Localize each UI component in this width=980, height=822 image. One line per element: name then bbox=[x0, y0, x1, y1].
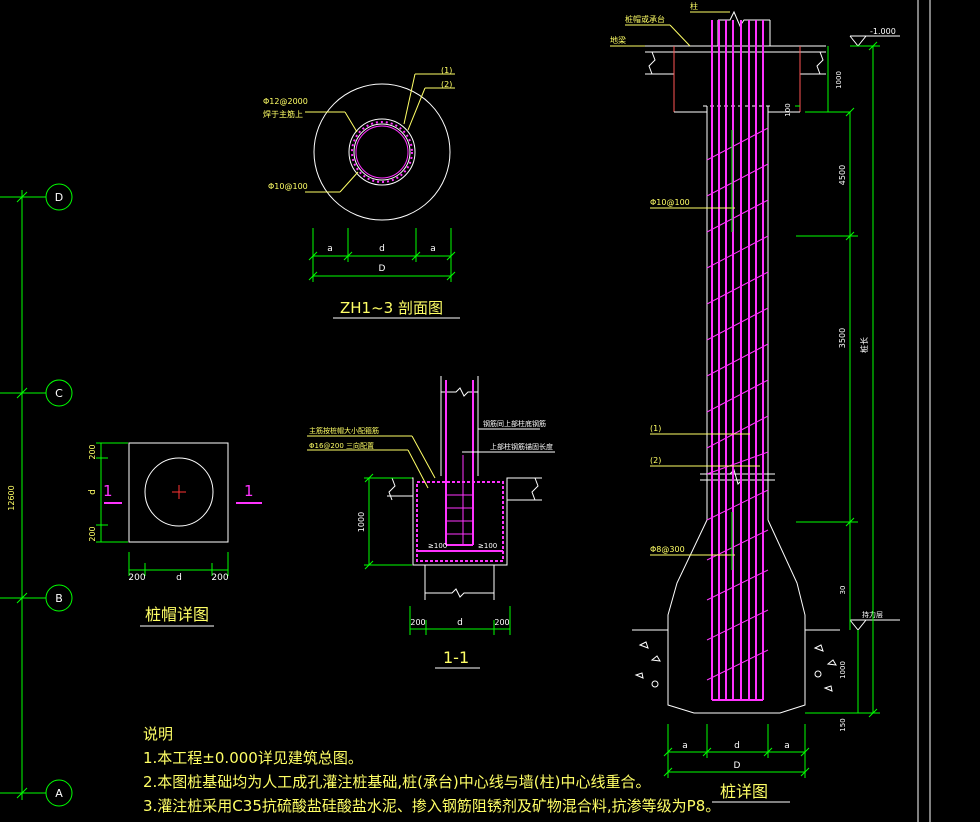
pile-dim-a-left: a bbox=[682, 741, 688, 751]
s11-note-top: 钢筋同上部柱底钢筋 bbox=[483, 419, 546, 428]
section-dim-D: D bbox=[379, 264, 386, 274]
section-marker-2: (2) bbox=[441, 80, 452, 89]
section-dim-a-right: a bbox=[430, 244, 436, 254]
axis-label-c: C bbox=[55, 387, 63, 400]
s11-note-left-2: Φ16@200 三向配置 bbox=[309, 441, 374, 450]
pile-dim-a-right: a bbox=[784, 741, 790, 751]
section-1-1-title: 1-1 bbox=[443, 648, 469, 667]
pile-dim-3500: 3500 bbox=[838, 328, 847, 348]
cap-dim-200-top: 200 bbox=[88, 444, 97, 459]
pile-label-column: 柱 bbox=[690, 1, 698, 11]
pile-dim-1000-top: 1000 bbox=[835, 71, 843, 89]
s11-dim-1000: 1000 bbox=[357, 512, 366, 532]
s11-rebar-right: ≥100 bbox=[478, 542, 497, 550]
s11-dim-d: d bbox=[457, 618, 463, 628]
section-marker-1: (1) bbox=[441, 66, 452, 75]
cap-dim-d-vert: d bbox=[88, 489, 98, 495]
cap-cut-label-right: 1 bbox=[244, 482, 254, 500]
cap-detail-view: 1 1 200 d 200 200 d 200 桩帽详图 bbox=[88, 442, 262, 627]
section-dim-d: d bbox=[379, 244, 385, 254]
pile-label-1: (1) bbox=[650, 424, 661, 433]
pile-section-view: Φ12@2000 焊于主筋上 Φ10@100 (1) (2) a d a D Z… bbox=[263, 66, 460, 319]
notes-heading: 说明 bbox=[143, 725, 174, 743]
section-1-1-view: 钢筋同上部柱底钢筋 上部柱钢筋锚固长度 主筋按桩帽大小配箍筋 Φ16@200 三… bbox=[307, 376, 555, 669]
pile-label-stirrup-bot: Φ8@300 bbox=[650, 545, 685, 554]
axis-bubble-a bbox=[45, 779, 73, 807]
notes-line-1: 1.本工程±0.000详见建筑总图。 bbox=[143, 749, 363, 767]
pile-dim-4500: 4500 bbox=[838, 165, 847, 185]
notes-line-2: 2.本图桩基础均为人工成孔灌注桩基础,桩(承台)中心线与墙(柱)中心线重合。 bbox=[143, 773, 651, 791]
axis-dimension: 12600 bbox=[7, 485, 16, 510]
section-dim-a-left: a bbox=[327, 244, 333, 254]
axis-bubble-c bbox=[45, 379, 73, 407]
s11-dim-200-left: 200 bbox=[410, 618, 425, 627]
axis-label-d: D bbox=[55, 191, 63, 204]
cap-dim-d: d bbox=[176, 573, 182, 583]
pile-label-beam: 地梁 bbox=[610, 35, 626, 45]
section-label-spiral-note: 焊于主筋上 bbox=[263, 109, 303, 119]
pile-dim-150: 150 bbox=[839, 718, 847, 731]
pile-dim-1000-bottom: 1000 bbox=[839, 661, 847, 679]
axis-bubble-b bbox=[45, 584, 73, 612]
axis-label-b: B bbox=[55, 592, 63, 605]
pile-dim-30: 30 bbox=[839, 586, 847, 595]
section-title: ZH1~3 剖面图 bbox=[340, 299, 443, 317]
pile-dim-D: D bbox=[734, 761, 741, 771]
section-label-ring: Φ10@100 bbox=[268, 182, 308, 191]
design-notes: 说明 1.本工程±0.000详见建筑总图。 2.本图桩基础均为人工成孔灌注桩基础… bbox=[143, 722, 720, 818]
cap-dim-200-right: 200 bbox=[211, 573, 228, 583]
pile-dim-d: d bbox=[734, 741, 740, 751]
cap-dim-200-bottom: 200 bbox=[88, 526, 97, 541]
pile-label-stirrup-top: Φ10@100 bbox=[650, 198, 690, 207]
axis-label-a: A bbox=[55, 787, 63, 800]
cap-detail-title: 桩帽详图 bbox=[145, 605, 209, 624]
pile-dim-100: 100 bbox=[784, 103, 792, 116]
pile-detail-title: 桩详图 bbox=[720, 782, 768, 801]
s11-rebar-left: ≥100 bbox=[428, 542, 447, 550]
s11-note-mid: 上部柱钢筋锚固长度 bbox=[490, 442, 553, 451]
cap-cut-label-left: 1 bbox=[103, 482, 113, 500]
notes-line-3: 3.灌注桩采用C35抗硫酸盐硅酸盐水泥、掺入钢筋阻锈剂及矿物混合料,抗渗等级为P… bbox=[143, 797, 721, 815]
s11-dim-200-right: 200 bbox=[494, 618, 509, 627]
pile-label-cap: 桩帽或承台 bbox=[625, 14, 665, 24]
cap-dim-200-left: 200 bbox=[128, 573, 145, 583]
pile-detail-view: 柱 桩帽或承台 地梁 -1.000 Φ10@100 (1) (2) Φ8@300… bbox=[610, 1, 900, 803]
pile-elevation: -1.000 bbox=[870, 27, 896, 36]
axis-grid: D C B A 12600 bbox=[0, 183, 73, 807]
s11-note-left-1: 主筋按桩帽大小配箍筋 bbox=[309, 426, 379, 435]
axis-bubble-d bbox=[45, 183, 73, 211]
pile-dim-length: 桩长 bbox=[859, 337, 869, 353]
pile-label-2: (2) bbox=[650, 456, 661, 465]
section-label-spiral: Φ12@2000 bbox=[263, 97, 308, 106]
